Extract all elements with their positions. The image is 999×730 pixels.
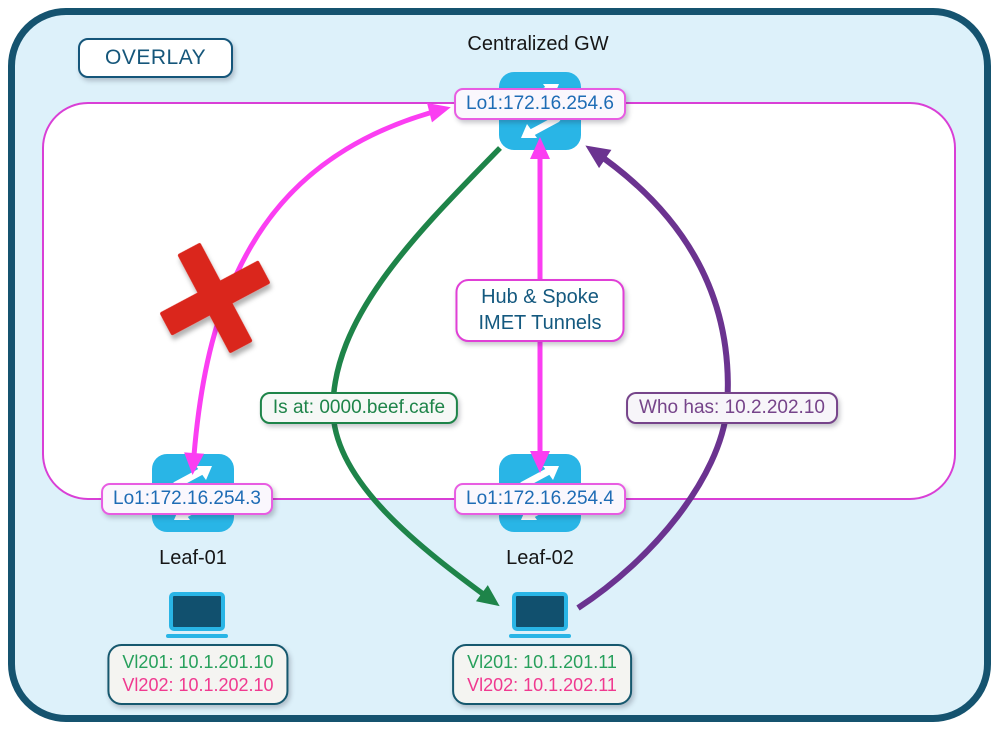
laptop-base	[166, 634, 228, 638]
host1-address-box: Vl201: 10.1.201.10 Vl202: 10.1.202.10	[107, 644, 289, 705]
overlay-tag: OVERLAY	[78, 38, 234, 78]
imet-tunnels-line1: Hub & Spoke	[481, 286, 599, 308]
host2-laptop-icon	[509, 592, 571, 638]
host2-vlan202: Vl202: 10.1.202.11	[467, 675, 617, 696]
imet-tunnels-label: Hub & Spoke IMET Tunnels	[455, 279, 625, 343]
mac-reply-label: Is at: 0000.beef.cafe	[259, 392, 459, 424]
leaf1-name: Leaf-01	[159, 547, 227, 569]
gateway-loopback-label: Lo1:172.16.254.6	[454, 88, 626, 120]
laptop-screen	[512, 592, 568, 631]
leaf1-loopback-label: Lo1:172.16.254.3	[101, 483, 273, 515]
laptop-screen	[169, 592, 225, 631]
leaf2-loopback-label: Lo1:172.16.254.4	[454, 483, 626, 515]
host2-vlan201: Vl201: 10.1.201.11	[467, 652, 617, 672]
host1-vlan201: Vl201: 10.1.201.10	[122, 652, 274, 672]
arp-request-label: Who has: 10.2.202.10	[626, 392, 838, 424]
gateway-title: Centralized GW	[467, 33, 609, 55]
host1-laptop-icon	[166, 592, 228, 638]
host2-address-box: Vl201: 10.1.201.11 Vl202: 10.1.202.11	[452, 644, 632, 705]
laptop-base	[509, 634, 571, 638]
host1-vlan202: Vl202: 10.1.202.10	[122, 675, 274, 696]
imet-tunnels-line2: IMET Tunnels	[478, 311, 602, 334]
leaf2-name: Leaf-02	[506, 547, 574, 569]
